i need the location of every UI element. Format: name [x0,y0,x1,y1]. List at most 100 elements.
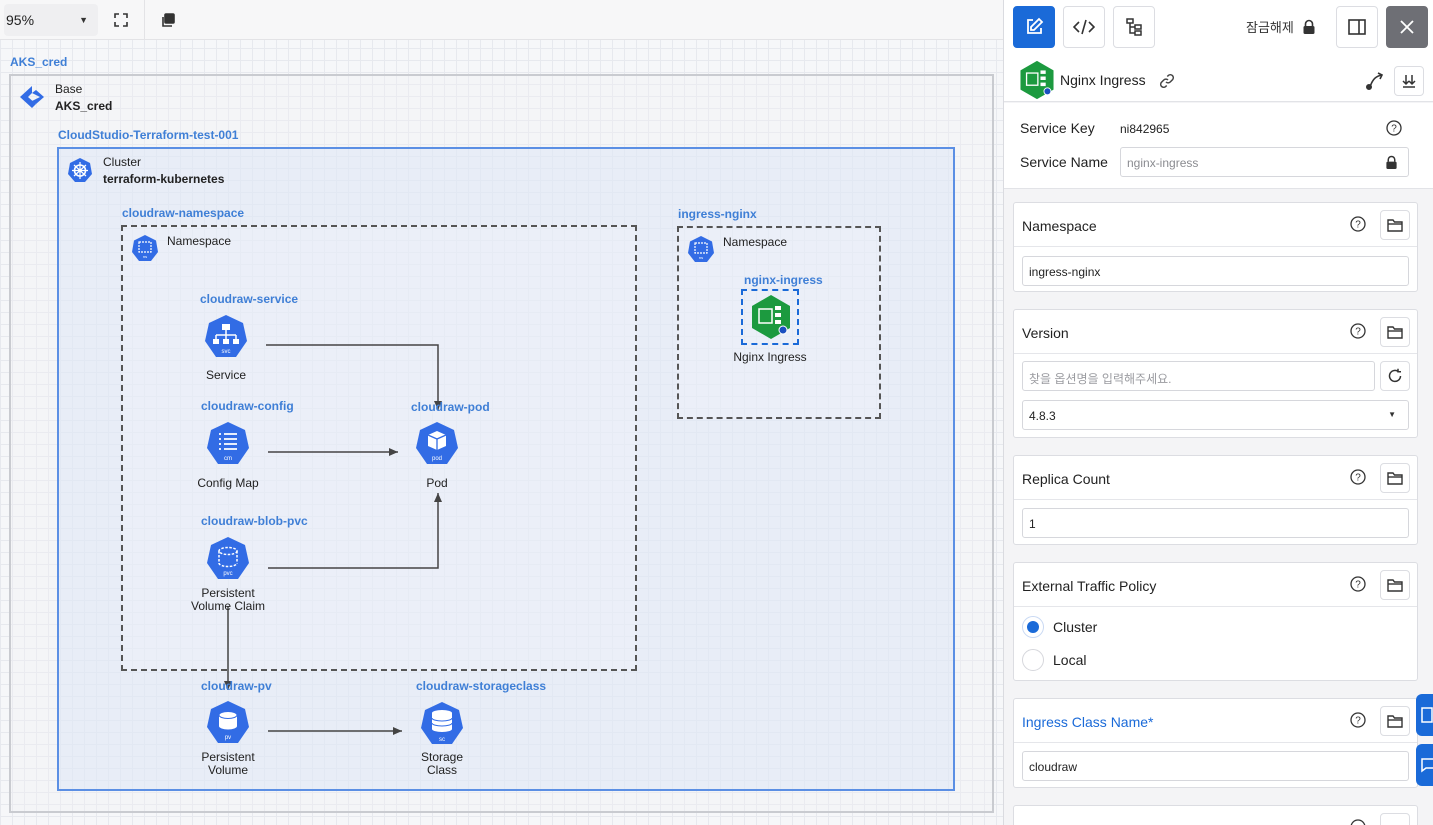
folder-icon [1387,579,1403,592]
namespace-browse-button[interactable] [1380,210,1410,240]
svg-text:ns: ns [143,254,147,259]
code-view-button[interactable] [1063,6,1105,48]
traffic-option-cluster-label: Cluster [1053,619,1098,635]
refresh-button[interactable] [1380,361,1410,391]
replica-card-header: Replica Count ? [1014,456,1417,500]
link-icon[interactable] [1159,73,1175,89]
tree-view-button[interactable] [1113,6,1155,48]
kubernetes-pvc-icon[interactable]: pvc [205,536,251,582]
close-panel-button[interactable] [1386,6,1428,48]
diagram-canvas[interactable]: 95% ▼ AKS_cred Base AKS_cred CloudStudio… [0,0,1003,825]
document-icon [1421,707,1433,723]
service-name-value: nginx-ingress [1127,156,1199,170]
nginx-ingress-icon[interactable] [748,294,794,340]
help-icon[interactable]: ? [1386,120,1402,136]
collapse-icon [1402,75,1416,88]
namespace1-type: Namespace [167,234,232,248]
version-search-input[interactable]: 찾을 옵션명을 입력해주세요. [1022,361,1375,391]
service-name-label: Service Name [1020,154,1108,170]
chat-icon [1421,758,1433,773]
help-icon[interactable]: ? [1350,216,1366,232]
tree-icon [1126,18,1142,36]
collapse-all-button[interactable] [1394,66,1424,96]
namespace-icon: ns [132,235,158,261]
service-node-name: Service [205,368,246,382]
namespace-card-header: Namespace ? [1014,203,1417,247]
ingress-class-card-header: Ingress Class Name* ? [1014,699,1417,743]
svg-text:svc: svc [222,349,231,355]
unlock-toggle[interactable]: 잠금해제 [1246,17,1316,36]
version-browse-button[interactable] [1380,317,1410,347]
ingress-node-name: Nginx Ingress [733,350,807,364]
pvc-to-pod-edge[interactable] [268,493,442,569]
pvc-name-line1: Persistent [201,586,255,600]
replica-input[interactable]: 1 [1022,508,1409,538]
version-card-title: Version [1022,325,1069,341]
namespace-icon: ns [688,236,714,262]
cluster-group[interactable] [57,147,955,791]
copy-button[interactable] [144,0,190,40]
ingress-class-input[interactable]: cloudraw [1022,751,1409,781]
pvc-node-name: Persistent Volume Claim [178,587,278,613]
cluster-group-label: CloudStudio-Terraform-test-001 [58,128,239,142]
chevron-down-icon: ▼ [1388,410,1396,419]
service-node-label: cloudraw-service [200,292,299,306]
kubernetes-pv-icon[interactable]: pv [205,700,251,746]
version-selected: 4.8.3 [1029,409,1056,423]
help-icon[interactable]: ? [1350,323,1366,339]
side-tab-docs[interactable] [1416,694,1433,736]
svg-text:?: ? [1355,473,1361,484]
svg-text:?: ? [1391,124,1397,135]
edit-mode-button[interactable] [1013,6,1055,48]
service-name-field[interactable]: nginx-ingress [1120,147,1409,177]
sc-node-name: Storage Class [392,751,492,777]
version-card: Version ? 찾을 옵션명을 입력해주세요. 4.8.3 ▼ [1013,309,1418,438]
service-title: Nginx Ingress [1060,72,1146,88]
traffic-policy-card: External Traffic Policy ? Cluster Local [1013,562,1418,681]
canvas-toolbar: 95% ▼ [0,0,1003,40]
help-icon[interactable]: ? [1350,712,1366,728]
traffic-option-local[interactable]: Local [1022,649,1086,671]
kubernetes-configmap-icon[interactable]: cm [205,421,251,467]
help-icon[interactable] [1350,819,1366,825]
panel-header: 잠금해제 Nginx Ingress [1004,0,1433,102]
side-tab-chat[interactable] [1416,744,1433,786]
namespace-input[interactable]: ingress-nginx [1022,256,1409,286]
traffic-option-cluster[interactable]: Cluster [1022,616,1097,638]
kubernetes-storageclass-icon[interactable]: sc [419,701,465,747]
ingress-class-card-title: Ingress Class Name* [1022,714,1154,730]
radio-selected[interactable] [1022,616,1044,638]
replica-browse-button[interactable] [1380,463,1410,493]
base-title: Base AKS_cred [55,81,112,115]
pv-node-label: cloudraw-pv [201,679,272,693]
kubernetes-pod-icon[interactable]: pod [414,421,460,467]
ingress-class-browse-button[interactable] [1380,706,1410,736]
base-logo-icon [20,86,44,108]
fullscreen-icon [114,12,128,27]
svg-text:sc: sc [439,737,445,743]
zoom-select[interactable]: 95% ▼ [4,3,98,36]
base-group[interactable] [9,74,994,813]
cluster-name: terraform-kubernetes [103,172,225,186]
service-to-pod-edge[interactable] [266,344,442,410]
radio-unselected[interactable] [1022,649,1044,671]
unlock-label: 잠금해제 [1246,20,1294,35]
connect-icon[interactable] [1365,71,1385,91]
namespace-card: Namespace ? ingress-nginx [1013,202,1418,292]
next-card-browse-button[interactable] [1380,813,1410,825]
svg-text:pvc: pvc [223,571,232,577]
panel-layout-button[interactable] [1336,6,1378,48]
replica-card: Replica Count ? 1 [1013,455,1418,545]
traffic-policy-card-title: External Traffic Policy [1022,578,1157,594]
traffic-policy-browse-button[interactable] [1380,570,1410,600]
traffic-policy-card-header: External Traffic Policy ? [1014,563,1417,607]
sidebar-toggle-icon [1348,19,1366,35]
kubernetes-service-icon[interactable]: svc [203,314,249,360]
version-select[interactable]: 4.8.3 ▼ [1022,400,1409,430]
help-icon[interactable]: ? [1350,469,1366,485]
fullscreen-button[interactable] [98,0,144,40]
zoom-value: 95% [6,11,35,28]
svg-text:ns: ns [699,255,703,260]
help-icon[interactable]: ? [1350,576,1366,592]
